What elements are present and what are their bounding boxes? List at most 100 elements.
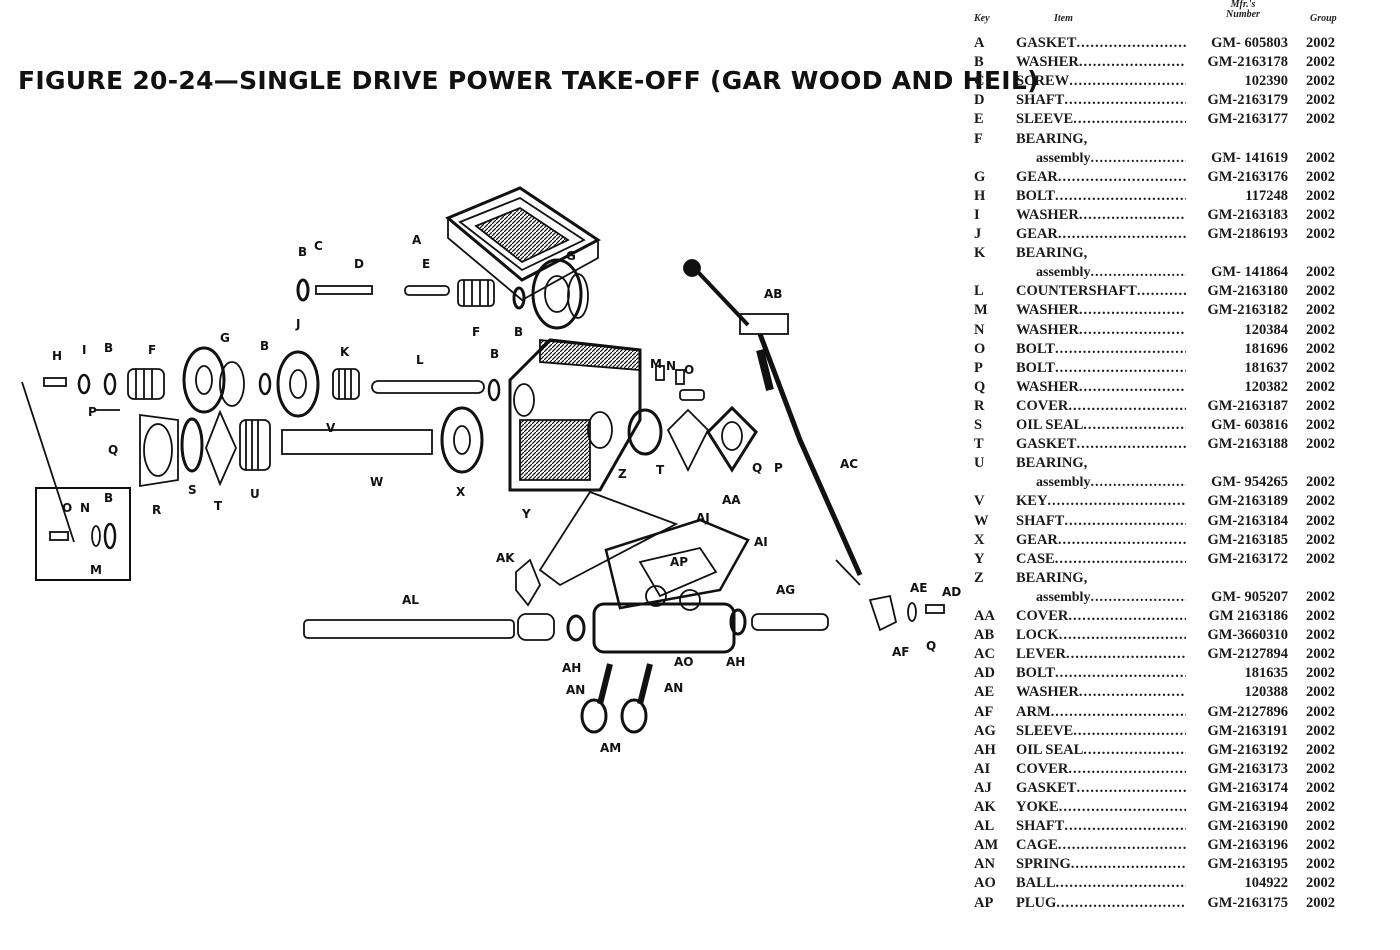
callout-label: L bbox=[416, 353, 424, 367]
part-number: GM-2163185 bbox=[1207, 531, 1288, 548]
part-key: AD bbox=[974, 665, 995, 682]
leader-dots: ............................. bbox=[1090, 589, 1186, 605]
part-item-cell: SHAFT................................. bbox=[1016, 91, 1186, 110]
part-group: 2002 bbox=[1306, 741, 1335, 758]
callout-label: AE bbox=[910, 581, 927, 595]
part-key: N bbox=[974, 321, 985, 338]
part-number: GM-2163183 bbox=[1207, 206, 1288, 223]
table-row: AGSLEEVE................................… bbox=[970, 722, 1390, 741]
part-number: GM-2163191 bbox=[1207, 722, 1288, 739]
key-column-header: Key bbox=[974, 13, 990, 24]
part-number: GM-2163187 bbox=[1207, 397, 1288, 414]
callout-label: AN bbox=[566, 683, 585, 697]
part-item: BOLT bbox=[1016, 359, 1055, 376]
part-number: GM-2163172 bbox=[1207, 550, 1288, 567]
table-row: AJGASKET................................… bbox=[970, 779, 1390, 798]
part-item: WASHER bbox=[1016, 302, 1079, 319]
table-row: ALSHAFT.................................… bbox=[970, 817, 1390, 836]
leader-dots: ................................. bbox=[1078, 206, 1186, 223]
part-key: P bbox=[974, 359, 983, 376]
leader-dots: ................................. bbox=[1136, 283, 1186, 300]
part-item-cell: GEAR................................. bbox=[1016, 225, 1186, 244]
part-number: GM-2163196 bbox=[1207, 837, 1288, 854]
part-item: GEAR bbox=[1016, 226, 1058, 242]
part-item: BOLT bbox=[1016, 665, 1055, 682]
table-row: ABLOCK.................................G… bbox=[970, 626, 1390, 645]
part-number: GM- 603816 bbox=[1211, 417, 1288, 433]
callout-label: M bbox=[650, 357, 662, 371]
callout-label: AC bbox=[840, 457, 858, 471]
leader-dots: ................................. bbox=[1057, 168, 1186, 185]
exploded-parts-diagram: A B C D E F G B G H I B F B J K L B M N … bbox=[21, 186, 961, 755]
part-item: COUNTERSHAFT bbox=[1016, 283, 1137, 300]
table-row: AOBALL.................................1… bbox=[970, 874, 1390, 893]
part-key: S bbox=[974, 417, 983, 433]
part-number: GM-2163176 bbox=[1207, 168, 1288, 185]
callout-label: F bbox=[472, 325, 480, 339]
table-row-continuation: assembly............................. GM-… bbox=[970, 149, 1390, 168]
part-item-cell: assembly............................. bbox=[1036, 263, 1186, 282]
part-item: GEAR bbox=[1016, 531, 1058, 548]
callout-label: N bbox=[666, 359, 676, 373]
part-item-cell: SPRING................................. bbox=[1016, 855, 1186, 874]
part-group: 2002 bbox=[1306, 436, 1335, 453]
part-item-cell: WASHER................................. bbox=[1016, 321, 1186, 340]
callout-label: B bbox=[298, 245, 307, 259]
part-key: B bbox=[974, 54, 984, 71]
part-key: AE bbox=[974, 684, 995, 701]
part-key: AH bbox=[974, 741, 996, 758]
part-group: 2002 bbox=[1306, 760, 1335, 777]
part-key: AM bbox=[974, 837, 999, 854]
part-key: M bbox=[974, 302, 988, 319]
part-item: BEARING, bbox=[1016, 455, 1088, 472]
leader-dots: ................................. bbox=[1065, 646, 1186, 663]
table-row: AEWASHER................................… bbox=[970, 683, 1390, 702]
part-number: GM- 141619 bbox=[1211, 149, 1288, 166]
leader-dots: ................................. bbox=[1069, 73, 1186, 90]
callout-label: AI bbox=[754, 535, 768, 549]
part-key: C bbox=[974, 73, 985, 90]
cover-gasket-lower bbox=[538, 490, 750, 610]
part-item: GASKET bbox=[1016, 779, 1077, 796]
part-key: AI bbox=[974, 760, 991, 777]
callout-label: J bbox=[295, 317, 300, 331]
part-number: 117248 bbox=[1245, 187, 1288, 204]
part-group: 2002 bbox=[1306, 264, 1335, 281]
right-covers bbox=[655, 365, 758, 473]
callout-label: T bbox=[214, 499, 223, 513]
part-item-cell: WASHER................................. bbox=[1016, 301, 1186, 320]
callout-label: O bbox=[684, 363, 694, 377]
table-row: ESLEEVE.................................… bbox=[970, 110, 1390, 129]
part-group: 2002 bbox=[1306, 894, 1335, 911]
part-item: GEAR bbox=[1016, 168, 1058, 185]
part-item-cell: PLUG................................. bbox=[1016, 894, 1186, 913]
part-group: 2002 bbox=[1306, 493, 1335, 510]
callout-label: B bbox=[104, 491, 113, 505]
part-item: BEARING, bbox=[1016, 130, 1088, 147]
part-item-continued: assembly bbox=[1036, 589, 1091, 605]
leader-dots: ................................. bbox=[1068, 760, 1186, 777]
part-item-cell: SCREW................................. bbox=[1016, 72, 1186, 91]
part-item-cell: BEARING, bbox=[1016, 130, 1186, 149]
leader-dots: ............................. bbox=[1090, 150, 1186, 166]
part-item: SPRING bbox=[1016, 856, 1071, 873]
leader-dots: ................................. bbox=[1064, 818, 1186, 835]
part-item-cell: assembly............................. bbox=[1036, 149, 1186, 168]
leader-dots: ................................. bbox=[1083, 417, 1186, 433]
part-number: GM-2163175 bbox=[1207, 894, 1288, 911]
part-key: J bbox=[974, 226, 982, 242]
part-key: D bbox=[974, 92, 985, 109]
part-group: 2002 bbox=[1306, 168, 1335, 185]
callout-label: AL bbox=[402, 593, 419, 607]
part-item: PLUG bbox=[1016, 894, 1057, 911]
lever-ac-part bbox=[683, 259, 863, 586]
callout-label: M bbox=[90, 563, 102, 577]
part-item-continued: assembly bbox=[1036, 265, 1091, 281]
part-item-cell: SHAFT................................. bbox=[1016, 817, 1186, 836]
part-number: 104922 bbox=[1244, 875, 1289, 892]
part-key: O bbox=[974, 340, 986, 357]
callout-label: Q bbox=[926, 639, 936, 653]
table-row-continuation: assembly.............................GM-… bbox=[970, 473, 1390, 492]
part-key: AC bbox=[974, 646, 995, 663]
part-item: BEARING, bbox=[1016, 569, 1088, 586]
